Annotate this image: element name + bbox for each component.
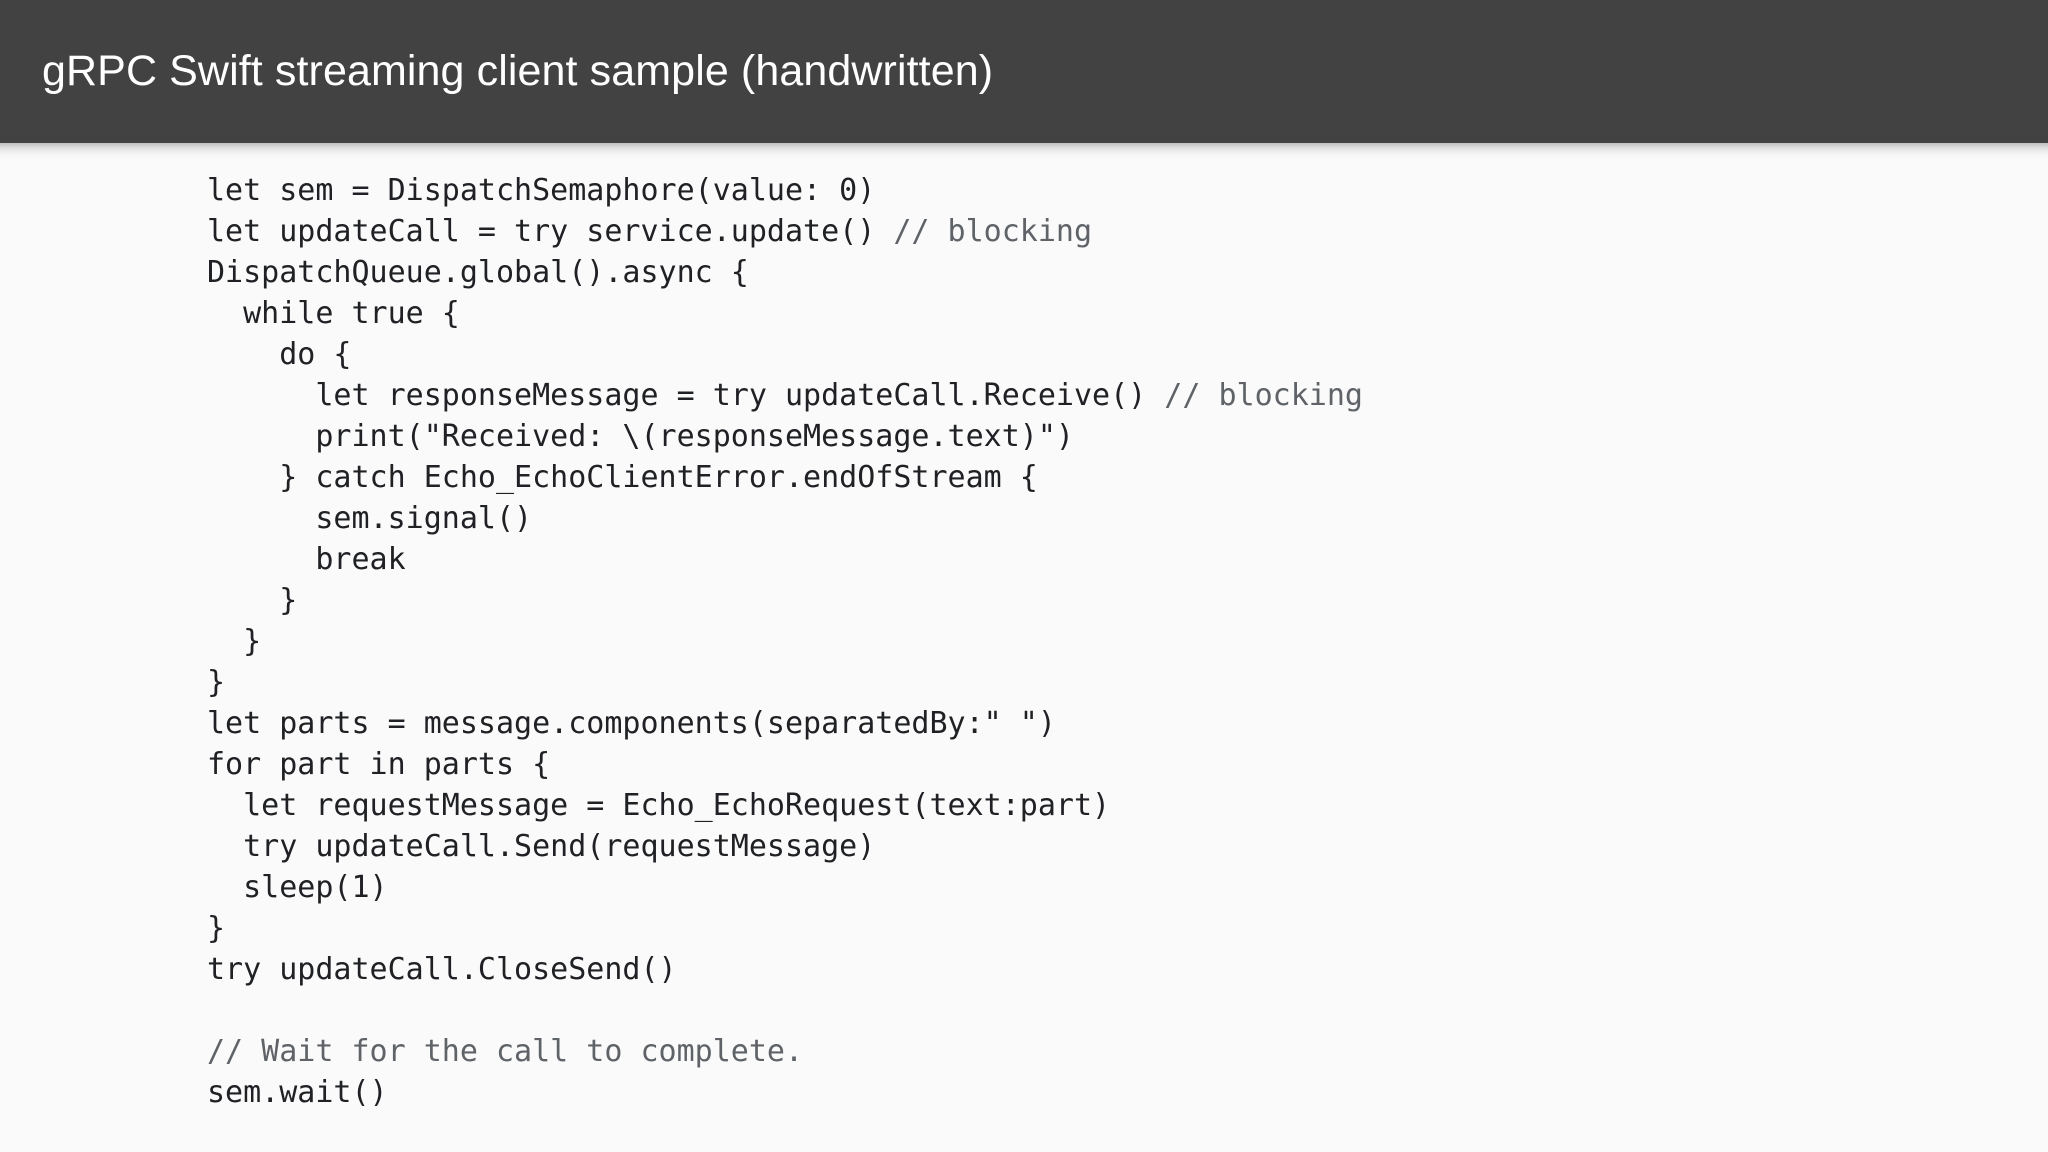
code-line: } — [207, 580, 1363, 621]
code-text: sleep(1) — [207, 870, 388, 905]
code-text: } — [207, 583, 298, 618]
code-text: } — [207, 911, 226, 946]
code-text: break — [207, 542, 406, 577]
code-line: sleep(1) — [207, 867, 1363, 908]
code-line — [207, 990, 1363, 1031]
code-text: } — [207, 665, 226, 700]
code-text: while true { — [207, 296, 460, 331]
code-text: try updateCall.CloseSend() — [207, 952, 677, 987]
code-text: sem.wait() — [207, 1075, 388, 1110]
slide-header-bar: gRPC Swift streaming client sample (hand… — [0, 0, 2048, 143]
code-text: sem.signal() — [207, 501, 533, 536]
code-text: let sem = DispatchSemaphore(value: 0) — [207, 173, 876, 208]
code-line: } — [207, 662, 1363, 703]
code-line: let responseMessage = try updateCall.Rec… — [207, 375, 1363, 416]
code-line: sem.signal() — [207, 498, 1363, 539]
code-text: let requestMessage = Echo_EchoRequest(te… — [207, 788, 1111, 823]
code-text: print("Received: \(responseMessage.text)… — [207, 419, 1074, 454]
slide-body: let sem = DispatchSemaphore(value: 0)let… — [0, 143, 2048, 1152]
code-comment: // blocking — [1164, 378, 1363, 413]
code-line: while true { — [207, 293, 1363, 334]
code-text: let updateCall = try service.update() — [207, 214, 894, 249]
code-text: let parts = message.components(separated… — [207, 706, 1056, 741]
code-line: } — [207, 621, 1363, 662]
code-line: } catch Echo_EchoClientError.endOfStream… — [207, 457, 1363, 498]
code-line: // Wait for the call to complete. — [207, 1031, 1363, 1072]
code-text: do { — [207, 337, 352, 372]
code-line: sem.wait() — [207, 1072, 1363, 1113]
code-line: let updateCall = try service.update() //… — [207, 211, 1363, 252]
code-line: break — [207, 539, 1363, 580]
code-text: } — [207, 624, 262, 659]
code-line: } — [207, 908, 1363, 949]
code-text: try updateCall.Send(requestMessage) — [207, 829, 876, 864]
code-comment: // Wait for the call to complete. — [207, 1034, 804, 1069]
code-line: DispatchQueue.global().async { — [207, 252, 1363, 293]
code-comment: // blocking — [893, 214, 1093, 249]
code-block: let sem = DispatchSemaphore(value: 0)let… — [207, 170, 1363, 1113]
code-line: try updateCall.Send(requestMessage) — [207, 826, 1363, 867]
code-line: let requestMessage = Echo_EchoRequest(te… — [207, 785, 1363, 826]
code-line: try updateCall.CloseSend() — [207, 949, 1363, 990]
code-text: } catch Echo_EchoClientError.endOfStream… — [207, 460, 1038, 495]
code-text: let responseMessage = try updateCall.Rec… — [207, 378, 1165, 413]
code-line: do { — [207, 334, 1363, 375]
code-text: for part in parts { — [207, 747, 551, 782]
code-line: for part in parts { — [207, 744, 1363, 785]
code-line: print("Received: \(responseMessage.text)… — [207, 416, 1363, 457]
code-text: DispatchQueue.global().async { — [207, 255, 749, 290]
code-line: let parts = message.components(separated… — [207, 703, 1363, 744]
code-line: let sem = DispatchSemaphore(value: 0) — [207, 170, 1363, 211]
slide-title: gRPC Swift streaming client sample (hand… — [42, 46, 994, 95]
